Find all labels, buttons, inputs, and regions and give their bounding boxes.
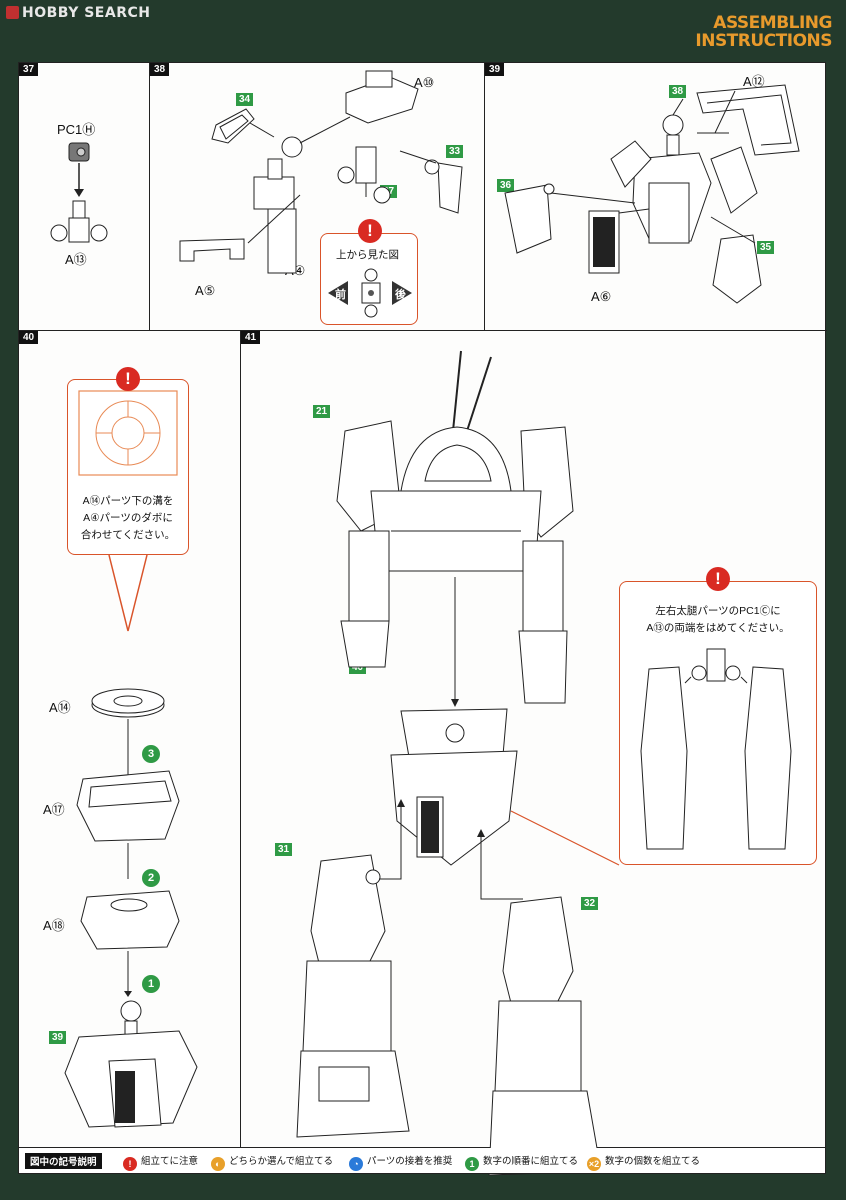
alignment-note-text: A⑭パーツ下の溝を A④パーツのダボに 合わせてください。 (71, 493, 185, 544)
order-1-icon: 1 (142, 975, 160, 993)
note-line-2: A④パーツのダボに (83, 512, 173, 524)
part-number-34: 34 (236, 93, 254, 106)
part-number-21: 21 (313, 405, 331, 418)
part-label-a14: A⑭ (49, 700, 71, 715)
caution-icon: ! (123, 1157, 137, 1171)
part-number-35: 35 (757, 241, 775, 254)
top-view-diagram (328, 268, 412, 318)
brand-text: HOBBY SEARCH (22, 5, 151, 21)
step-40-panel: 40 (19, 331, 241, 1149)
note-line-1: A⑭パーツ下の溝を (82, 495, 174, 507)
part-label-a17: A⑰ (43, 802, 65, 817)
alignment-note-drawing (64, 390, 198, 1128)
legend-text: どちらか選んで組立てる (229, 1156, 334, 1167)
legend-item-caution: ! 組立てに注意 (123, 1153, 198, 1171)
caution-icon: ! (706, 567, 730, 591)
choice-icon: ◐ (211, 1157, 225, 1171)
legend-text: 数字の個数を組立てる (605, 1156, 701, 1167)
part-number-36: 36 (497, 179, 515, 192)
back-label: 後 (395, 289, 406, 301)
brand-logo: HOBBY SEARCH (6, 5, 150, 21)
front-label: 前 (335, 289, 346, 301)
part-label-a13: A⑬ (65, 252, 87, 267)
glue-icon: ◔ (349, 1157, 363, 1171)
part-label-a10: A⑩ (414, 75, 435, 90)
step-41-panel: 41 21 40 31 32 (241, 331, 827, 1176)
part-number-39: 39 (49, 1031, 67, 1044)
step-37-panel: 37 PC1Ⓗ A⑬ (19, 63, 150, 331)
step-39-drawing (504, 84, 800, 304)
count-icon: ×2 (587, 1157, 601, 1171)
order-2-icon: 2 (142, 869, 160, 887)
step-number: 38 (150, 63, 170, 76)
page-title: ASSEMBLING INSTRUCTIONS (695, 14, 832, 50)
brand-icon (6, 6, 19, 19)
step-39-panel: 39 A⑫ 38 36 35 A⑥ (485, 63, 827, 331)
thigh-note-text: 左右太腿パーツのPC1Ⓒに A⑬の両端をはめてください。 (625, 603, 811, 637)
part-number-31: 31 (275, 843, 293, 856)
legend-item-count: ×2 数字の個数を組立てる (587, 1153, 700, 1171)
legend-item-choice: ◐ どちらか選んで組立てる (211, 1153, 333, 1171)
thigh-note-drawing (640, 648, 792, 850)
legend-text: 数字の順番に組立てる (483, 1156, 579, 1167)
step-number: 40 (19, 331, 39, 344)
caution-icon: ! (358, 219, 382, 243)
part-label-a18: A⑱ (43, 918, 65, 933)
note-line-2: A⑬の両端をはめてください。 (646, 622, 790, 634)
legend-item-order: 1 数字の順番に組立てる (465, 1153, 578, 1171)
instruction-sheet: 37 PC1Ⓗ A⑬ 38 34 A⑩ 33 37 A④ A⑤ (18, 62, 827, 1176)
order-3-icon: 3 (142, 745, 160, 763)
part-number-38: 38 (669, 85, 687, 98)
top-view-label: 上から見た図 (336, 249, 399, 261)
step-number: 41 (241, 331, 261, 344)
symbol-legend: 図中の記号説明 !組立てに注意 ◐どちらか選んで組立てる ◔パーツの接着を推奨 … (18, 1148, 826, 1174)
step-37-drawing (50, 142, 108, 243)
step-38-panel: 38 34 A⑩ 33 37 A④ A⑤ (150, 63, 485, 331)
header: HOBBY SEARCH ASSEMBLING INSTRUCTIONS (0, 0, 846, 60)
step-38-drawing (179, 70, 463, 274)
legend-item-glue: ◔ パーツの接着を推奨 (349, 1153, 452, 1171)
part-label-pc1h: PC1Ⓗ (57, 122, 96, 137)
part-label-a6: A⑥ (591, 289, 612, 304)
step-number: 39 (485, 63, 505, 76)
part-label-a12: A⑫ (743, 74, 765, 89)
title-line-1: ASSEMBLING (713, 13, 832, 33)
note-line-1: 左右太腿パーツのPC1Ⓒに (655, 605, 781, 617)
note-line-3: 合わせてください。 (80, 529, 176, 541)
part-label-a5: A⑤ (195, 283, 216, 298)
order-icon: 1 (465, 1157, 479, 1171)
step-number: 37 (19, 63, 39, 76)
legend-text: パーツの接着を推奨 (367, 1156, 453, 1167)
legend-text: 組立てに注意 (141, 1156, 199, 1167)
caution-icon: ! (116, 367, 140, 391)
part-number-32: 32 (581, 897, 599, 910)
part-number-33: 33 (446, 145, 464, 158)
legend-title: 図中の記号説明 (25, 1153, 102, 1169)
title-line-2: INSTRUCTIONS (695, 31, 832, 51)
